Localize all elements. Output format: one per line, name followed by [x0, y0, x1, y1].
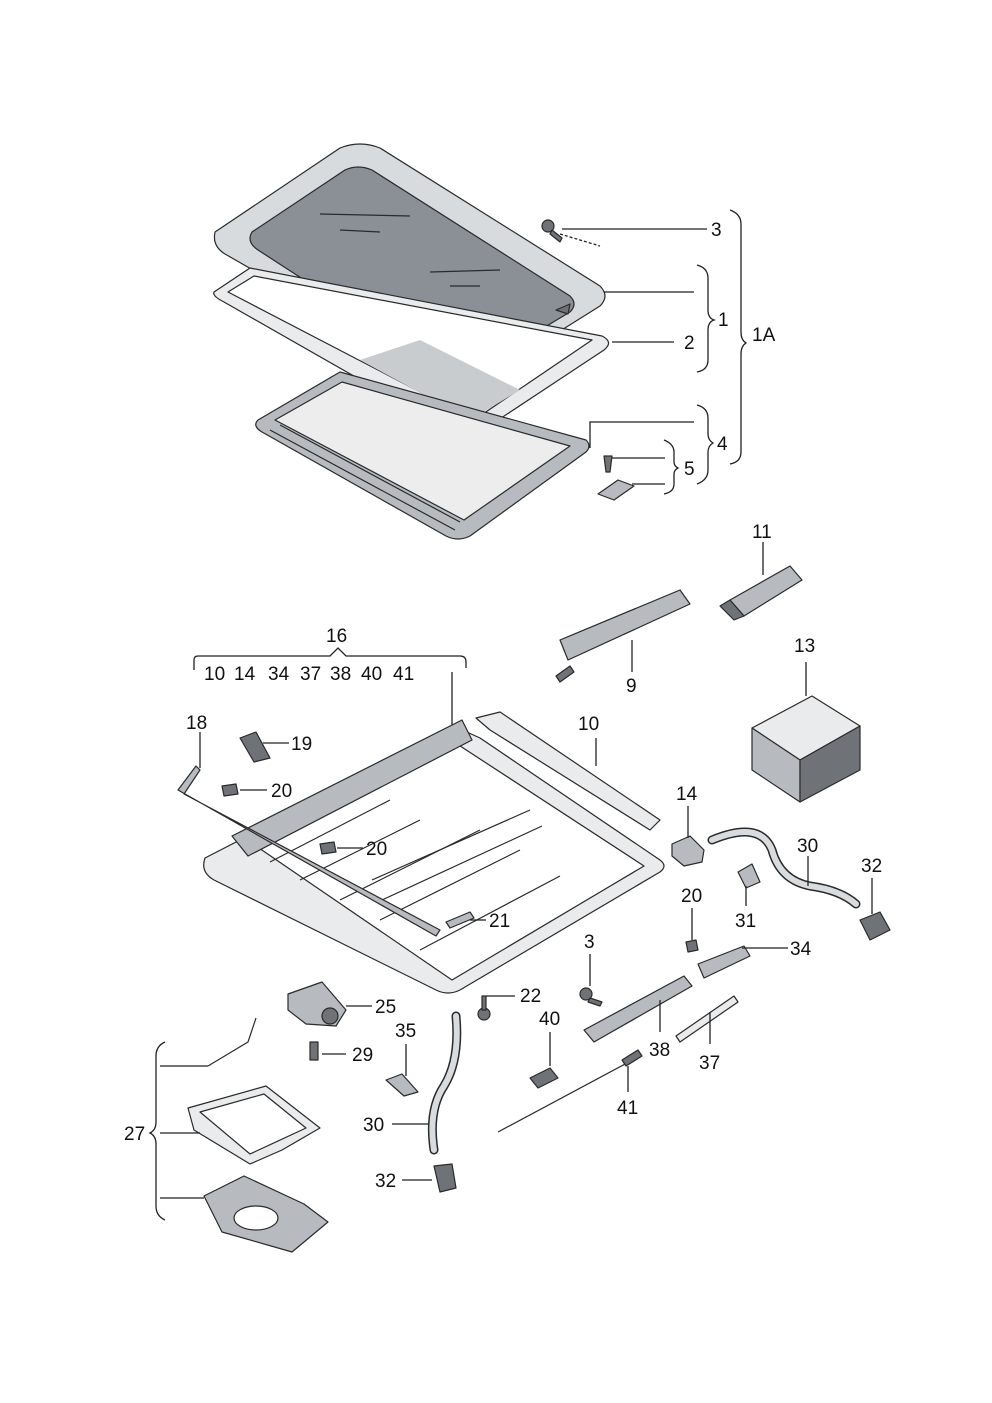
drain-hose-part-30-top — [707, 827, 861, 909]
clip-part-21 — [445, 911, 475, 929]
pad-part-20a — [221, 783, 239, 797]
drain-hose-part-30-lower — [427, 1011, 462, 1155]
label-part-22: 22 — [520, 986, 541, 1007]
label-part-37: 37 — [699, 1053, 720, 1074]
label-part-9: 9 — [626, 676, 637, 697]
label-part-10: 10 — [578, 714, 599, 735]
label-group-41: 41 — [393, 664, 414, 685]
bracket-set-part-27 — [187, 1017, 329, 1253]
label-part-19: 19 — [291, 734, 312, 755]
label-part-1: 1 — [718, 310, 729, 331]
drain-valve-part-32-top — [859, 911, 891, 941]
label-part-40: 40 — [539, 1009, 560, 1030]
clip-part-31 — [737, 863, 761, 889]
label-part-29: 29 — [352, 1045, 373, 1066]
label-part-34: 34 — [790, 939, 812, 960]
label-part-3-lower: 3 — [584, 932, 595, 953]
label-part-38: 38 — [649, 1040, 670, 1061]
label-part-18: 18 — [186, 713, 207, 734]
label-part-5: 5 — [684, 459, 695, 480]
cable-part-41 — [497, 1049, 643, 1133]
label-part-13: 13 — [794, 636, 815, 657]
screw-part-3-top — [541, 219, 563, 243]
sunroof-frame — [203, 719, 665, 994]
grease-tube-part-11 — [719, 565, 803, 621]
bracket-part-14 — [671, 835, 705, 867]
label-group-10: 10 — [204, 664, 225, 685]
drain-valve-part-32-lower — [433, 1163, 457, 1193]
label-part-11: 11 — [752, 522, 772, 543]
guide-rail-part-10 — [475, 711, 661, 831]
label-part-21: 21 — [489, 911, 510, 932]
label-part-3-top: 3 — [711, 220, 722, 241]
label-part-35: 35 — [395, 1021, 416, 1042]
trim-part-18 — [177, 765, 441, 937]
pad-part-20b — [319, 841, 337, 855]
holder-part-34 — [697, 945, 751, 979]
label-group-34: 34 — [268, 664, 290, 685]
clip-part-19 — [239, 731, 271, 763]
bracket-part-35 — [385, 1073, 419, 1097]
strip-part-37 — [675, 995, 739, 1043]
label-part-1A: 1A — [752, 325, 776, 346]
clip-part-40 — [529, 1067, 559, 1089]
label-part-30-lower: 30 — [363, 1115, 384, 1136]
label-part-14: 14 — [676, 784, 698, 805]
foam-block-part-13 — [751, 695, 861, 803]
label-part-4: 4 — [717, 434, 728, 455]
sunshade-part-4 — [255, 371, 590, 540]
label-part-31: 31 — [735, 911, 756, 932]
motor-part-25 — [287, 981, 347, 1027]
pad-part-20c — [685, 939, 699, 953]
label-part-41: 41 — [617, 1098, 638, 1119]
label-group-14: 14 — [234, 664, 256, 685]
label-group-37: 37 — [300, 664, 321, 685]
screw-part-29 — [309, 1041, 319, 1061]
label-part-32-lower: 32 — [375, 1171, 396, 1192]
label-part-32-top: 32 — [861, 856, 882, 877]
label-part-20-b: 20 — [366, 839, 387, 860]
seal-part-2 — [213, 267, 610, 437]
screw-part-3-lower — [579, 987, 603, 1007]
label-part-16: 16 — [326, 626, 347, 647]
label-group-40: 40 — [361, 664, 382, 685]
guide-pin-part-5 — [597, 455, 635, 501]
label-part-2: 2 — [684, 333, 695, 354]
label-part-20-a: 20 — [271, 781, 292, 802]
label-group-38: 38 — [330, 664, 351, 685]
label-part-25: 25 — [375, 997, 396, 1018]
screw-part-22 — [477, 995, 491, 1021]
label-part-30-top: 30 — [797, 836, 818, 857]
channel-part-38 — [583, 975, 693, 1043]
drain-channel-part-9 — [555, 589, 691, 683]
label-part-27: 27 — [124, 1124, 145, 1145]
label-part-20-c: 20 — [681, 886, 702, 907]
